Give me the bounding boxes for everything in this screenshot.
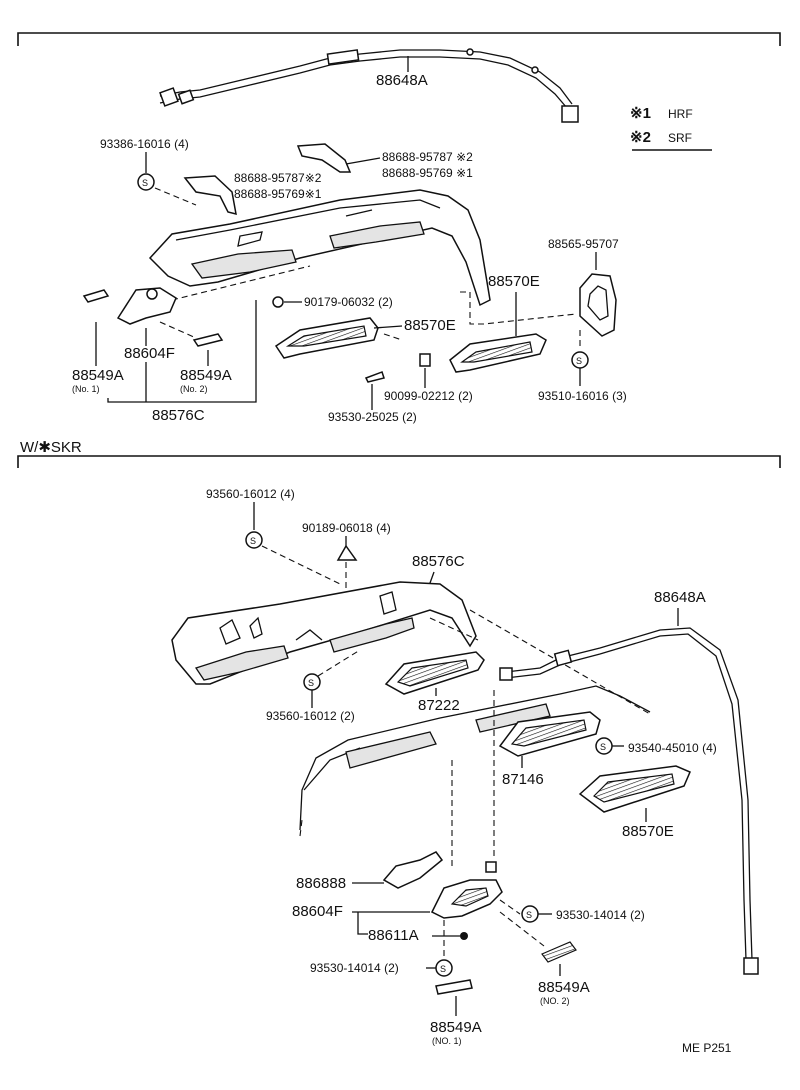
reflector-no2-icon	[541, 941, 577, 963]
clip-icon	[336, 544, 358, 561]
label-88604F: 88604F	[292, 903, 343, 920]
label-88576C: 88576C	[412, 553, 465, 570]
label-88648A: 88648A	[376, 72, 428, 89]
reflector-no2-icon	[192, 333, 224, 347]
reflector-no1-icon	[435, 979, 473, 995]
label-no1: (NO. 1)	[432, 1036, 462, 1046]
gasket-icon	[579, 273, 617, 337]
lamp-housing-skr	[171, 581, 477, 685]
label-93560-b: 93560-16012 (2)	[266, 709, 355, 723]
legend: ※1 HRF ※2 SRF	[630, 105, 693, 146]
label-no2: (No. 2)	[180, 384, 208, 394]
label-no2: (NO. 2)	[540, 996, 570, 1006]
cable-assembly	[159, 48, 579, 123]
page-code: ME P251	[682, 1041, 732, 1055]
label-886888: 886888	[296, 875, 346, 892]
label-88688-95787-a: 88688-95787 ※2	[382, 150, 473, 164]
label-93560-a: 93560-16012 (4)	[206, 487, 295, 501]
label-88648A: 88648A	[654, 589, 706, 606]
bracket-icon	[382, 851, 444, 889]
lamp-housing	[148, 189, 491, 307]
lock-assembly-icon	[116, 287, 177, 325]
label-88611A: 88611A	[368, 927, 419, 944]
svg-text:S: S	[526, 910, 532, 920]
label-88570E-a: 88570E	[404, 317, 456, 334]
label-93530: 93530-25025 (2)	[328, 410, 417, 424]
label-88688-95769-a: 88688-95769 ※1	[382, 166, 473, 180]
section-2-header: W/✱SKR	[20, 439, 82, 456]
svg-text:S: S	[308, 678, 314, 688]
label-88604F: 88604F	[124, 345, 175, 362]
label-88576C: 88576C	[152, 407, 205, 424]
nut-icon	[272, 296, 284, 308]
label-87146: 87146	[502, 771, 544, 788]
label-88549A-no2: 88549A	[180, 367, 232, 384]
label-88549A-no2: 88549A	[538, 979, 590, 996]
svg-text:S: S	[142, 178, 148, 188]
cable-assembly-skr	[499, 627, 759, 975]
label-88688-95769-b: 88688-95769※1	[234, 187, 322, 201]
label-87222: 87222	[418, 697, 460, 714]
label-93530-a: 93530-14014 (2)	[556, 908, 645, 922]
label-88549A-no1: 88549A	[430, 1019, 482, 1036]
label-88570E-b: 88570E	[488, 273, 540, 290]
svg-text:S: S	[600, 742, 606, 752]
note2-text: SRF	[668, 131, 692, 145]
svg-text:S: S	[440, 964, 446, 974]
label-no1: (No. 1)	[72, 384, 100, 394]
section-2: W/✱SKR 93560-16012 (4) S 90189-06018 (4)…	[17, 439, 781, 1046]
screw-icon	[364, 371, 385, 383]
reflector-no1-icon	[82, 289, 110, 303]
note2-mark: ※2	[630, 129, 651, 146]
label-90099: 90099-02212 (2)	[384, 389, 473, 403]
label-88549A-no1: 88549A	[72, 367, 124, 384]
bracket-left-icon	[183, 175, 237, 216]
label-88565: 88565-95707	[548, 237, 619, 251]
label-93530-b: 93530-14014 (2)	[310, 961, 399, 975]
label-90189: 90189-06018 (4)	[302, 521, 391, 535]
label-90179: 90179-06032 (2)	[304, 295, 393, 309]
label-93510: 93510-16016 (3)	[538, 389, 627, 403]
label-88570E: 88570E	[622, 823, 674, 840]
label-88688-95787-b: 88688-95787※2	[234, 171, 322, 185]
section-1: ※1 HRF ※2 SRF 88648A 93386-16016 (4) S 8…	[17, 32, 781, 424]
note1-text: HRF	[668, 107, 693, 121]
note1-mark: ※1	[630, 105, 651, 122]
label-93386: 93386-16016 (4)	[100, 137, 189, 151]
svg-text:S: S	[576, 356, 582, 366]
bracket-right-icon	[296, 143, 352, 173]
screw-marker-icon	[137, 173, 155, 191]
grommet-icon	[419, 353, 431, 367]
screw-marker-icon	[245, 531, 263, 549]
label-93540: 93540-45010 (4)	[628, 741, 717, 755]
nut-icon	[460, 932, 468, 940]
svg-text:S: S	[250, 536, 256, 546]
